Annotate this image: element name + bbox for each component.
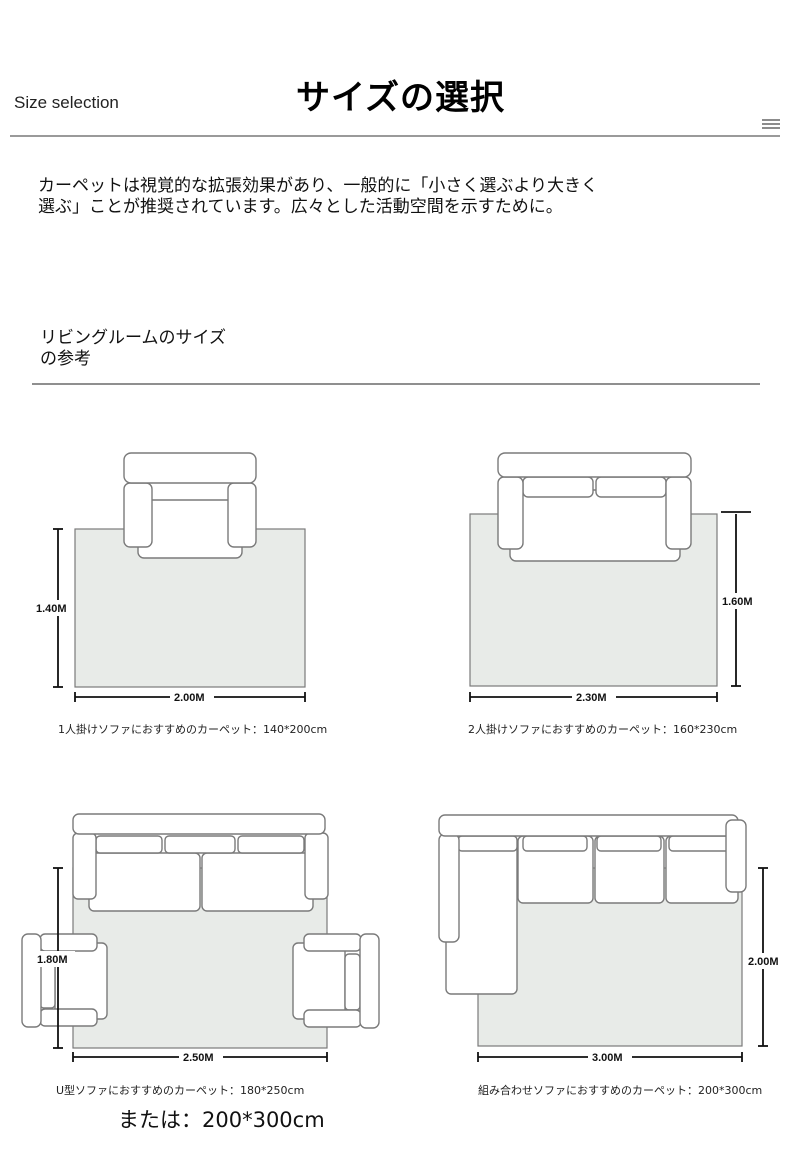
depth-label-1: 1.40M bbox=[36, 603, 67, 615]
page-title: サイズの選択 bbox=[296, 78, 505, 118]
dimension-depth-1 bbox=[34, 528, 74, 688]
loveseat bbox=[497, 452, 692, 562]
width-label-4: 3.00M bbox=[592, 1052, 623, 1064]
layout-armchair: 1.40M 2.00M bbox=[34, 452, 306, 704]
caption-armchair: 1人掛けソファにおすすめのカーペット：140*200cm bbox=[58, 723, 328, 736]
depth-label-3: 1.80M bbox=[37, 954, 68, 966]
width-label-3: 2.50M bbox=[183, 1052, 214, 1064]
menu-icon[interactable] bbox=[762, 119, 780, 133]
dimension-depth-3 bbox=[35, 867, 75, 1049]
section-title: リビングルームのサイズ の参考 bbox=[40, 328, 280, 370]
caption-sectional: 組み合わせソファにおすすめのカーペット：200*300cm bbox=[478, 1084, 763, 1097]
layout-u-shape: 1.80M 2.50M bbox=[21, 813, 380, 1064]
left-armchair bbox=[21, 933, 108, 1028]
dimension-width-2 bbox=[469, 690, 718, 704]
width-label-1: 2.00M bbox=[174, 692, 205, 704]
layout-sectional: 2.00M 3.00M bbox=[438, 814, 788, 1064]
section-title-line2: の参考 bbox=[40, 349, 91, 369]
depth-label-2: 1.60M bbox=[722, 596, 753, 608]
dimension-width-1 bbox=[74, 690, 306, 704]
three-seat-sofa bbox=[72, 813, 329, 912]
dimension-depth-4 bbox=[746, 867, 788, 1047]
width-label-2: 2.30M bbox=[576, 692, 607, 704]
dimension-depth-2 bbox=[720, 511, 760, 687]
section-title-line1: リビングルームのサイズ bbox=[40, 328, 226, 348]
sectional-sofa bbox=[438, 814, 747, 995]
dimension-width-4 bbox=[477, 1050, 743, 1064]
depth-label-4: 2.00M bbox=[748, 956, 779, 968]
alternative-size: または：200*300cm bbox=[118, 1108, 325, 1132]
layout-loveseat: 1.60M 2.30M bbox=[469, 452, 760, 704]
intro-paragraph: カーペットは視覚的な拡張効果があり、一般的に「小さく選ぶより大きく選ぶ」ことが推… bbox=[38, 176, 598, 217]
armchair bbox=[123, 452, 257, 559]
header-divider bbox=[10, 135, 780, 137]
dimension-width-3 bbox=[72, 1050, 328, 1064]
header-en-title: Size selection bbox=[14, 93, 119, 112]
right-armchair bbox=[292, 933, 380, 1029]
caption-loveseat: 2人掛けソファにおすすめのカーペット：160*230cm bbox=[468, 723, 738, 736]
section-divider bbox=[32, 383, 760, 385]
caption-u-shape: U型ソファにおすすめのカーペット：180*250cm bbox=[56, 1084, 305, 1097]
